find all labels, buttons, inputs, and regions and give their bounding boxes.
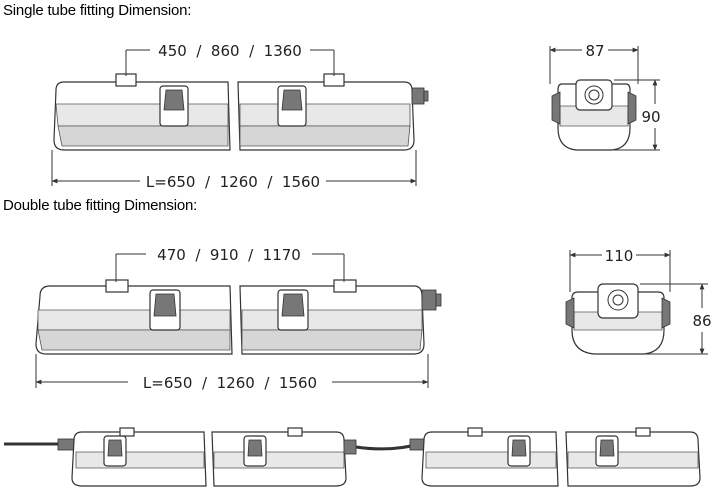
double-length-dimension: L=650 / 1260 / 1560: [35, 354, 429, 392]
double-height-label: 86: [692, 312, 711, 330]
double-length-label: L=650 / 1260 / 1560: [143, 374, 317, 392]
double-spacing-dimension: 470 / 910 / 1170: [115, 246, 345, 282]
double-width-dimension: 110: [569, 247, 671, 292]
double-tube-heading: Double tube fitting Dimension:: [3, 197, 198, 214]
single-spacing-dimension: 450 / 860 / 1360: [125, 42, 335, 76]
single-end-view: [551, 79, 637, 151]
single-height-label: 90: [641, 108, 660, 126]
single-side-view: [53, 73, 429, 151]
double-height-dimension: 86: [640, 283, 712, 355]
linked-fittings-view: [4, 427, 701, 487]
double-side-view: [35, 279, 442, 355]
single-length-dimension: L=650 / 1260 / 1560: [51, 150, 417, 191]
double-end-view: [565, 283, 671, 355]
double-width-label: 110: [605, 247, 634, 265]
single-width-dimension: 87: [549, 42, 639, 84]
single-height-dimension: 90: [614, 79, 661, 151]
double-spacing-label: 470 / 910 / 1170: [157, 246, 301, 264]
single-spacing-label: 450 / 860 / 1360: [158, 42, 302, 60]
single-width-label: 87: [585, 42, 604, 60]
single-length-label: L=650 / 1260 / 1560: [146, 173, 320, 191]
single-tube-heading: Single tube fitting Dimension:: [3, 2, 192, 19]
